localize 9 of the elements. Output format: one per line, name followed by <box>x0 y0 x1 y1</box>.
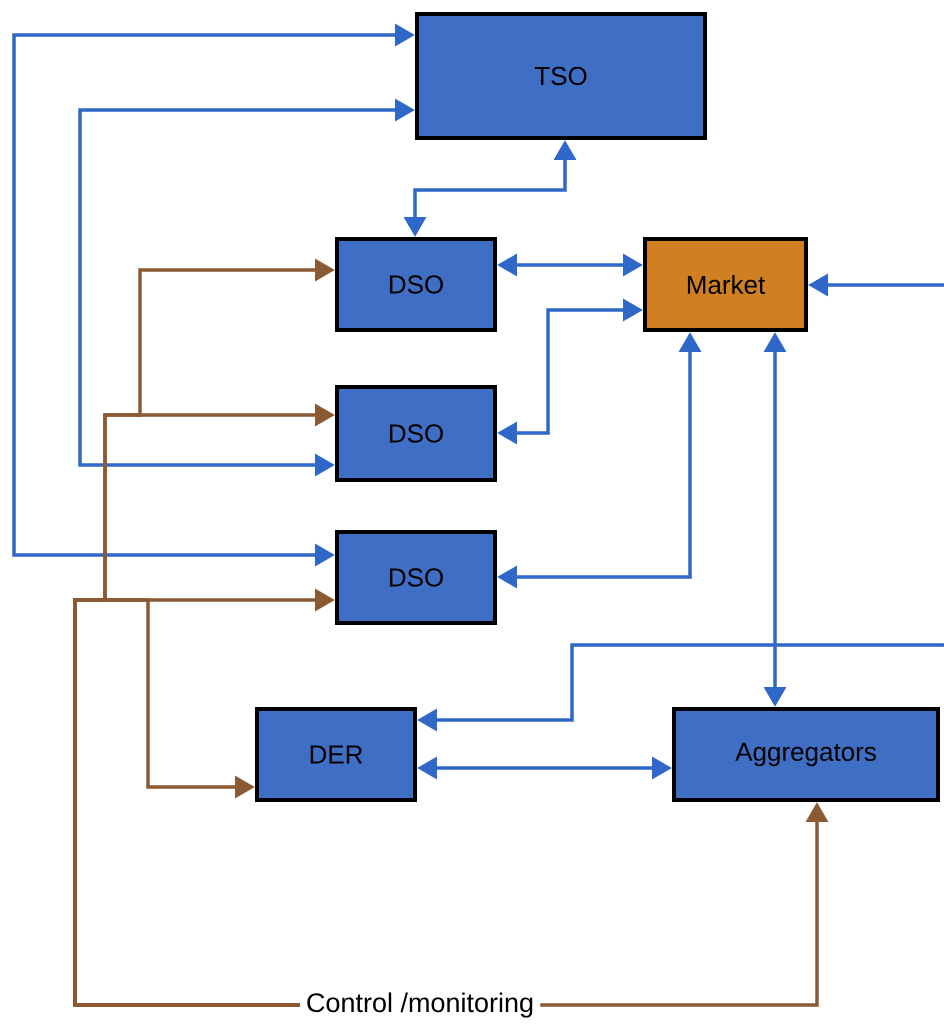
process-box: DER <box>255 707 417 802</box>
process-box: TSO <box>415 12 707 140</box>
flow-label: Control /monitoring <box>299 986 541 1024</box>
process-box: DSO <box>335 237 497 332</box>
process-box: Market <box>643 237 808 332</box>
process-box: DSO <box>335 385 497 482</box>
arrow <box>73 598 300 1007</box>
process-box: Aggregators <box>672 707 940 802</box>
process-box: DSO <box>335 530 497 625</box>
